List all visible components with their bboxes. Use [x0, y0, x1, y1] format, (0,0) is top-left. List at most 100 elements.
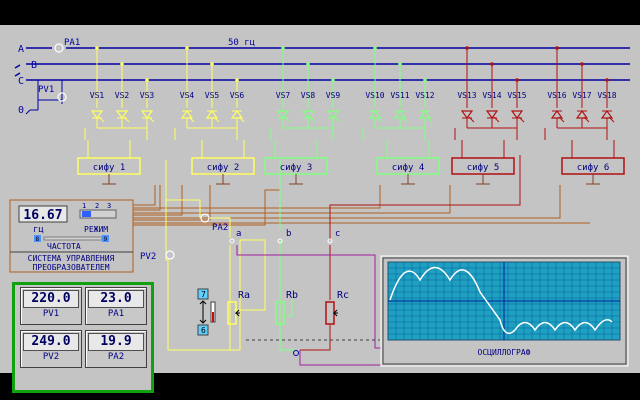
circuit-diagram: A B C 0 PA1 50 гц PV1 VS1 VS2 VS3 VS4 VS5 VS6…: [9, 38, 630, 367]
terminal-a-label: a: [236, 229, 241, 239]
thyristor-icon: [115, 110, 129, 120]
thyristor-icon: [326, 110, 340, 120]
control-panel: 16.67 гц 8 9 ЧАСТОТА 1 2 3 РЕЖИМ СИСТЕМА…: [9, 199, 134, 273]
terminal-c-label: c: [335, 229, 340, 239]
phase-c-label: C: [18, 76, 24, 87]
thyristor-label-5: VS5: [205, 91, 220, 100]
node-c: [327, 238, 333, 244]
thyristor-icon: [418, 109, 432, 119]
thyristor-label-13: VS13: [457, 91, 476, 100]
pv1-meter[interactable]: [57, 92, 67, 102]
resistor-rc[interactable]: [325, 301, 335, 325]
phase-buses: [14, 47, 630, 81]
phase-zero-label: 0: [18, 105, 24, 116]
thyristor-label-1: VS1: [90, 91, 105, 100]
sifu-label-6: сифу 6: [577, 163, 610, 173]
terminal-b-label: b: [286, 229, 291, 239]
sifu-blocks: сифу 1 сифу 2 сифу 3 сифу 4 сифу 5 сифу 6: [77, 140, 625, 185]
freq-label: 50 гц: [228, 38, 255, 48]
thyristor-label-11: VS11: [390, 91, 409, 100]
thyristor-icon: [368, 109, 382, 119]
thyristor-icon: [90, 110, 104, 120]
pv2-readout-label: PV2: [42, 352, 60, 362]
oscilloscope-caption: ОСЦИЛЛОГРАФ: [478, 348, 531, 357]
readout-pa2: 19.9 PA2: [85, 330, 147, 368]
pv1-label: PV1: [38, 85, 54, 95]
thyristor-icon: [276, 110, 290, 120]
thyristor-label-2: VS2: [115, 91, 130, 100]
control-title-line2: ПРЕОБРАЗОВАТЕЛЕМ: [32, 263, 109, 272]
thyristor-icon: [140, 110, 154, 120]
thyristor-label-4: VS4: [180, 91, 195, 100]
freq-decrease-label: 8: [36, 236, 40, 243]
sifu-label-3: сифу 3: [280, 163, 313, 173]
freq-increase-button[interactable]: [102, 235, 109, 242]
sifu-label-4: сифу 4: [392, 163, 425, 173]
thyristor-label-18: VS18: [597, 91, 616, 100]
resistance-down-button[interactable]: [197, 324, 209, 336]
pa1-value: 23.0: [88, 290, 144, 308]
resistor-rb-label: Rb: [286, 290, 298, 301]
control-title-line1: СИСТЕМА УПРАВЛЕНИЯ: [28, 254, 115, 263]
thyristor-label-8: VS8: [301, 91, 316, 100]
resistance-up-label: 7: [201, 290, 206, 299]
waveform-trace: [389, 266, 613, 335]
resistor-ra[interactable]: [227, 301, 237, 325]
pv1-readout-label: PV1: [42, 309, 60, 319]
sifu-label-1: сифу 1: [93, 163, 126, 173]
mode-option-2: 2: [95, 202, 99, 210]
mode-label: РЕЖИМ: [84, 225, 108, 234]
wire-b: [279, 160, 295, 351]
frequency-display: [18, 205, 68, 223]
mode-selector-indicator: [82, 211, 91, 217]
resistance-arrow-icon: [199, 300, 207, 324]
thyristor-label-14: VS14: [482, 91, 501, 100]
wire-c: [300, 155, 521, 351]
thyristor-icon: [230, 109, 244, 119]
pv1-value: 220.0: [23, 290, 79, 308]
pa2-readout-label: PA2: [107, 352, 125, 362]
resistor-rc-label: Rc: [337, 290, 349, 301]
sifu-label-5: сифу 5: [467, 163, 500, 173]
neutral-node: [293, 350, 299, 356]
frequency-caption: ЧАСТОТА: [47, 242, 81, 251]
wire-a-top: [166, 199, 231, 350]
freq-slider[interactable]: [43, 236, 103, 241]
thyristor-icon: [510, 110, 524, 120]
thyristor-icon: [485, 110, 499, 120]
resistor-rb[interactable]: [275, 301, 285, 325]
resistance-up-button[interactable]: [197, 288, 209, 300]
pv2-value: 249.0: [23, 333, 79, 351]
node-b: [277, 238, 283, 244]
mode-option-1: 1: [82, 202, 86, 210]
mode-selector[interactable]: [79, 209, 117, 219]
readout-pv2: 249.0 PV2: [20, 330, 82, 368]
pa1-readout-label: PA1: [107, 309, 125, 319]
thyristor-icon: [180, 109, 194, 119]
freq-decrease-button[interactable]: [34, 235, 41, 242]
phase-a-label: A: [18, 44, 24, 55]
pa1-meter[interactable]: [54, 43, 64, 53]
thyristor-label-17: VS17: [572, 91, 591, 100]
thyristor-icon: [393, 109, 407, 119]
thyristor-icon: [600, 109, 614, 119]
pa2-meter[interactable]: [200, 213, 210, 223]
phase-b-label: B: [31, 60, 37, 71]
thyristor-label-7: VS7: [276, 91, 291, 100]
thyristor-label-6: VS6: [230, 91, 245, 100]
emulator-screen: A B C 0 PA1 50 гц PV1 VS1 VS2 VS3 VS4 VS5 VS6…: [0, 25, 640, 393]
thyristor-label-15: VS15: [507, 91, 526, 100]
thyristor-icon: [301, 110, 315, 120]
sifu-label-2: сифу 2: [207, 163, 240, 173]
readout-pv1: 220.0 PV1: [20, 287, 82, 325]
readout-pa1: 23.0 PA1: [85, 287, 147, 325]
frequency-value: 16.67: [23, 208, 62, 223]
thyristor-label-9: VS9: [326, 91, 341, 100]
pv2-label: PV2: [140, 252, 156, 262]
thyristor-label-16: VS16: [547, 91, 566, 100]
thyristor-icon: [205, 109, 219, 119]
pa1-label: PA1: [64, 38, 80, 48]
thyristor-label-3: VS3: [140, 91, 155, 100]
pv2-meter[interactable]: [165, 250, 175, 260]
